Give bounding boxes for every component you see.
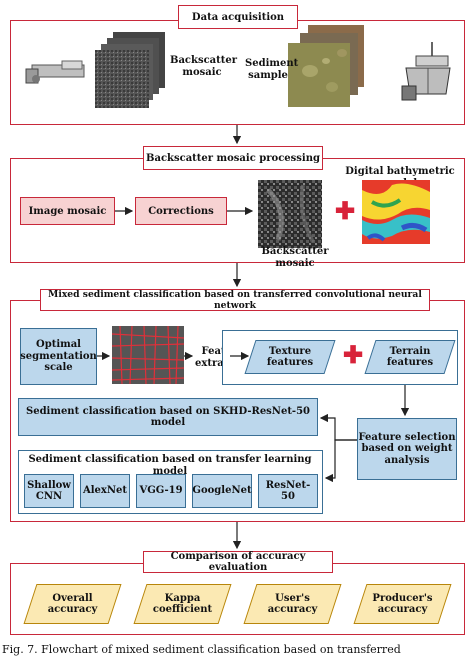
processed-mosaic-image — [258, 180, 322, 248]
bathymetric-model-image — [362, 180, 430, 244]
kappa-label: Kappa coefficient — [152, 592, 213, 616]
sediment-sample-label: Sediment sample — [245, 58, 299, 81]
evaluation-title: Comparison of accuracy evaluation — [143, 551, 333, 573]
producers-accuracy-label: Producer's accuracy — [372, 592, 433, 616]
processing-title: Backscatter mosaic processing — [143, 146, 323, 170]
grab-sampler-icon — [401, 42, 451, 101]
plus-icon: ✚ — [335, 196, 356, 225]
sonar-device-icon — [25, 60, 85, 84]
optimal-segmentation-box: Optimal segmentation scale — [20, 328, 97, 385]
processed-mosaic-caption: Backscatter mosaic — [261, 246, 329, 269]
model-alexnet: AlexNet — [80, 474, 130, 508]
classification-title: Mixed sediment classification based on t… — [40, 289, 430, 311]
figure-caption: Fig. 7. Flowchart of mixed sediment clas… — [2, 643, 401, 656]
model-vgg19: VGG-19 — [136, 474, 186, 508]
segmentation-grid-image — [112, 326, 184, 384]
skhd-model-box: Sediment classification based on SKHD-Re… — [18, 398, 318, 436]
overall-accuracy-label: Overall accuracy — [47, 592, 98, 616]
corrections-box: Corrections — [135, 197, 227, 225]
model-shallow-cnn: Shallow CNN — [24, 474, 74, 508]
backscatter-mosaic-image — [95, 32, 165, 108]
image-mosaic-box: Image mosaic — [20, 197, 115, 225]
users-accuracy-label: User's accuracy — [267, 592, 318, 616]
sediment-sample-image — [288, 25, 364, 107]
feature-selection-box: Feature selection based on weight analys… — [357, 418, 457, 480]
model-resnet50: ResNet-50 — [258, 474, 318, 508]
plus-icon-2: ✚ — [343, 340, 364, 369]
transfer-learning-title: Sediment classification based on transfe… — [28, 454, 312, 477]
model-googlenet: GoogleNet — [192, 474, 252, 508]
data-acquisition-title: Data acquisition — [178, 5, 298, 29]
backscatter-mosaic-label: Backscatter mosaic — [170, 55, 238, 78]
